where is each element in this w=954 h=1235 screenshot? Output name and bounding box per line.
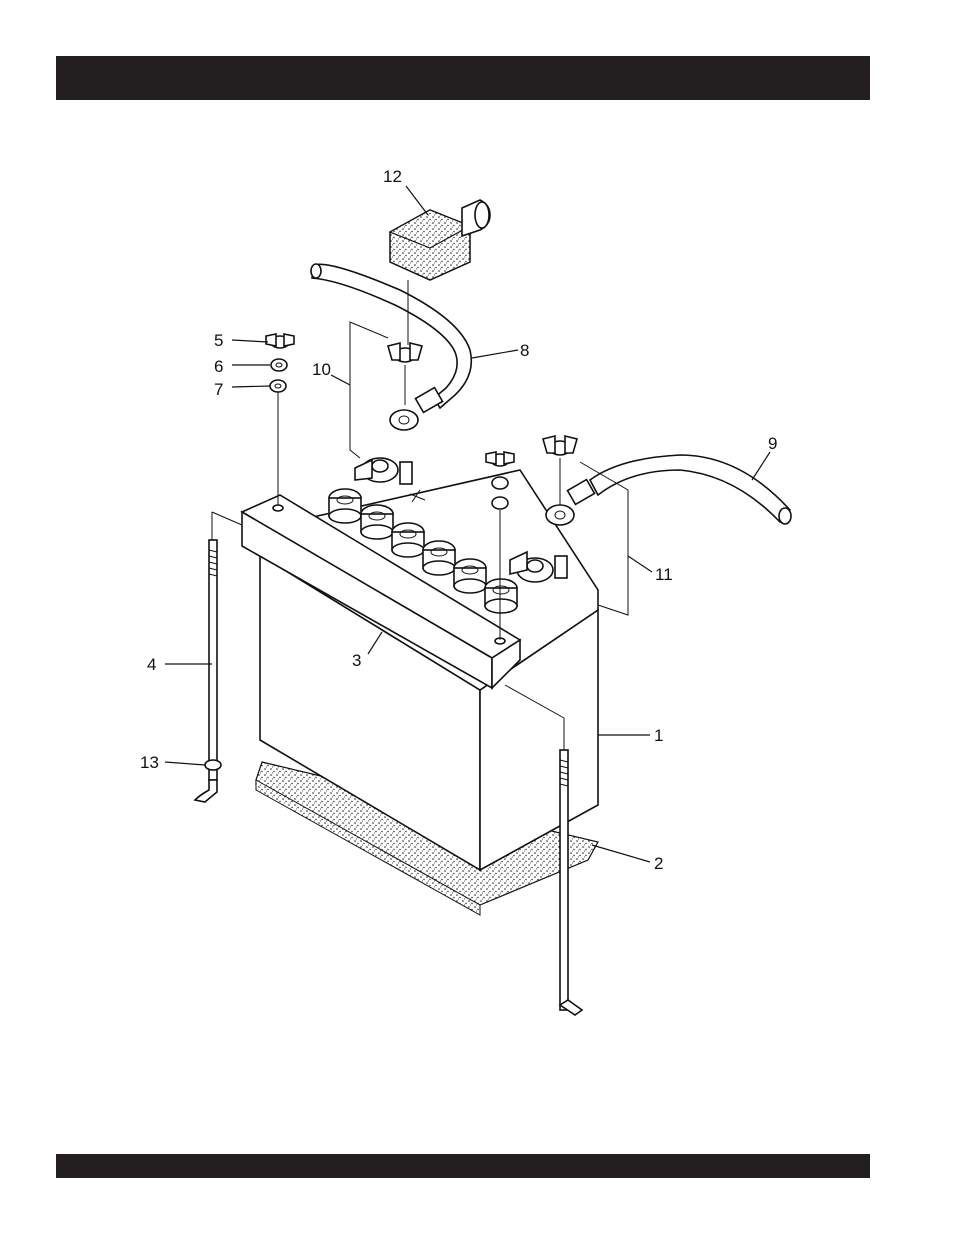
flat-washer-left (270, 380, 286, 392)
bolt-washer (205, 760, 221, 770)
callout-6: 6 (214, 357, 223, 376)
callout-2: 2 (654, 854, 663, 873)
terminal-cover (390, 200, 490, 280)
lock-washer-left (271, 359, 287, 371)
callout-8: 8 (520, 341, 529, 360)
flat-washer-center (492, 497, 508, 509)
callout-12: 12 (383, 167, 402, 186)
callout-9: 9 (768, 434, 777, 453)
callout-3: 3 (352, 651, 361, 670)
wing-nut-upper (388, 343, 422, 362)
wing-nut-center (486, 452, 514, 466)
callout-1: 1 (654, 726, 663, 745)
battery-terminal-left (355, 458, 425, 502)
lock-washer-center (492, 477, 508, 489)
callout-13: 13 (140, 753, 159, 772)
wing-nut-right (543, 436, 577, 455)
callout-7: 7 (214, 380, 223, 399)
callout-4: 4 (147, 655, 156, 674)
wing-nut-left (266, 334, 294, 348)
callout-10: 10 (312, 360, 331, 379)
callout-11: 11 (655, 565, 673, 584)
callout-5: 5 (214, 331, 223, 350)
negative-cable (546, 455, 791, 525)
